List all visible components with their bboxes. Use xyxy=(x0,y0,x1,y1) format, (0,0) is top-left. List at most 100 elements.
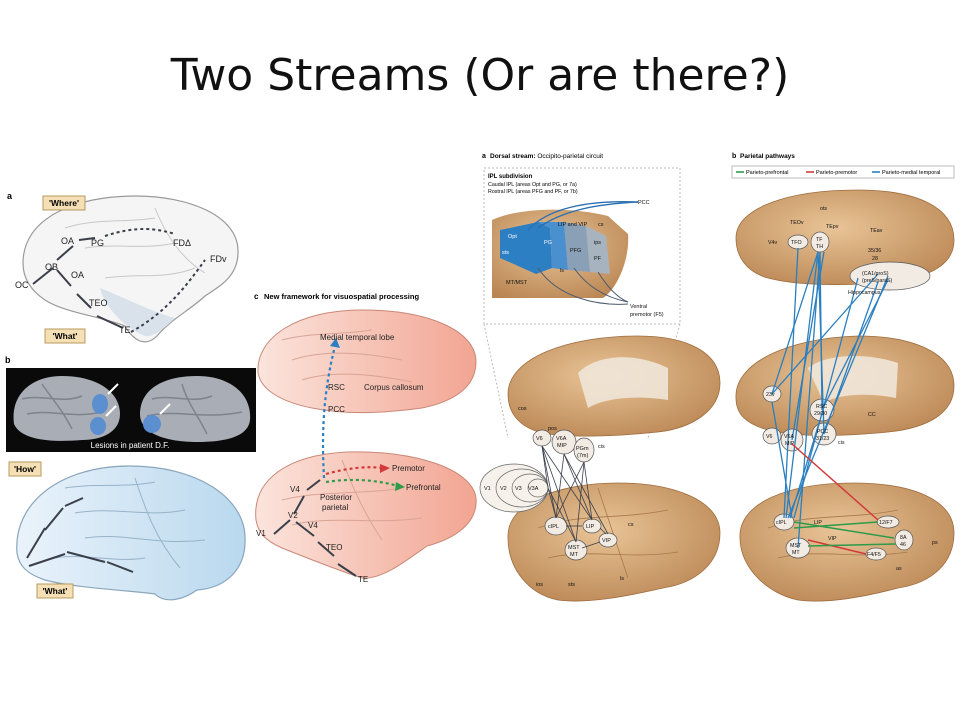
label-lip: LIP xyxy=(586,524,595,530)
label-tepv: TEpv xyxy=(826,224,839,230)
label-v2-area: V2 xyxy=(500,486,507,492)
label-medial-temporal-lobe: Medial temporal lobe xyxy=(320,333,395,342)
label-v6: V6 xyxy=(536,436,543,442)
legend-prefrontal: Parieto-prefrontal xyxy=(746,170,789,176)
area-oa-upper: OA xyxy=(61,236,74,246)
label-ps: ps xyxy=(932,540,938,546)
panel-a-letter: a xyxy=(7,191,13,201)
label-v4-upper: V4 xyxy=(290,485,300,494)
label-pos: pos xyxy=(548,426,557,432)
label-ots: ots xyxy=(820,206,827,212)
what-label-box xyxy=(44,328,86,344)
label-mip-p: MIP xyxy=(785,441,795,447)
label-parietal: parietal xyxy=(322,503,348,512)
label-29-30: 29/30 xyxy=(814,411,827,417)
inset-mt-mst: MT/MST xyxy=(506,280,528,286)
label-teov: TEOv xyxy=(790,220,804,226)
parietal-letter: b xyxy=(732,153,736,160)
label-v4-lower: V4 xyxy=(308,521,318,530)
parietal-heading: Parietal pathways xyxy=(740,153,795,160)
label-v4v: V4v xyxy=(768,240,777,246)
label-lip-p: LIP xyxy=(814,520,822,526)
label-hippocampus: Hippocampus xyxy=(848,290,881,296)
inset-sts: sts xyxy=(502,250,509,256)
label-mt-p: MT xyxy=(792,550,800,556)
label-35-36: 35/36 xyxy=(868,248,881,254)
where-label-box xyxy=(42,195,86,211)
label-ls: ls xyxy=(620,576,624,582)
label-pres-paras: (preS/paraS) xyxy=(862,278,893,284)
dorsal-letter: a xyxy=(482,153,486,160)
parietal-ventral-brain xyxy=(735,189,955,286)
label-rsc-p: RSC xyxy=(816,404,827,410)
label-cc-p: CC xyxy=(868,412,876,418)
legend-premotor: Parieto-premotor xyxy=(816,170,857,176)
inset-pcc: PCC xyxy=(638,200,650,206)
label-mst-p: MST xyxy=(790,543,802,549)
area-oa-lower: OA xyxy=(71,270,84,280)
ipl-title: IPL subdivision xyxy=(488,174,533,180)
label-prefrontal: Prefrontal xyxy=(406,483,441,492)
label-as: as xyxy=(896,566,902,572)
label-v6a: V6A xyxy=(556,436,567,442)
panel-c-letter: c xyxy=(254,292,259,301)
label-7m: (7m) xyxy=(577,453,588,459)
label-tf: TF xyxy=(816,237,823,243)
label-teo: TEO xyxy=(326,543,342,552)
panel-b-lesions: b Lesions in patient D.F. xyxy=(5,355,256,452)
ventral-premotor-1: Ventral xyxy=(630,304,647,310)
area-fd-delta: FDΔ xyxy=(173,238,191,248)
label-ca1-pros: (CA1/proS) xyxy=(862,271,889,277)
how-label: 'How' xyxy=(14,464,36,474)
what-label: 'What' xyxy=(53,331,78,341)
label-f4-f5: F4/F5 xyxy=(867,552,881,558)
label-12-f7: 12/F7 xyxy=(879,520,893,526)
label-v1-area: V1 xyxy=(484,486,491,492)
panel-c-heading: New framework for visuospatial processin… xyxy=(264,292,419,301)
inset-pf: PF xyxy=(594,256,602,262)
legend-box xyxy=(731,165,955,179)
ipl-caudal: Caudal IPL (areas Opt and PG, or 7a) xyxy=(488,182,577,188)
caudal-ipl-region xyxy=(500,222,552,274)
area-teo: TEO xyxy=(89,298,108,308)
area-te: TE xyxy=(119,325,131,335)
rostral-ipl-pf xyxy=(586,226,610,274)
parietal-lateral-brain xyxy=(739,482,955,602)
label-te: TE xyxy=(358,575,368,584)
label-pcc: PCC xyxy=(328,405,345,414)
label-46: 46 xyxy=(900,542,906,548)
label-mst: MST xyxy=(568,545,580,551)
label-sts: sts xyxy=(568,582,575,588)
panel-b-letter: b xyxy=(5,355,11,365)
label-cipl: cIPL xyxy=(548,524,559,530)
what-label-box-b xyxy=(36,583,74,599)
label-cis: cis xyxy=(598,444,605,450)
medial-brain-outline xyxy=(257,309,477,414)
label-v3a-area: V3A xyxy=(528,486,539,492)
dorsal-heading-bold: Dorsal stream: xyxy=(490,153,536,160)
human-brain-outline xyxy=(16,465,246,601)
label-v6-p: V6 xyxy=(766,434,773,440)
label-23v: 23v xyxy=(766,392,775,398)
label-cos: cos xyxy=(518,406,527,412)
inset-ips: ips xyxy=(594,240,601,246)
inset-pfg: PFG xyxy=(570,248,581,254)
monkey-brain-outline xyxy=(22,195,239,343)
label-pgm: PGm xyxy=(576,446,589,452)
dorsal-heading-rest: Occipito-parietal circuit xyxy=(536,153,604,160)
visual-areas-cluster xyxy=(479,463,549,513)
what-label-b: 'What' xyxy=(43,586,68,596)
legend-medial-temporal: Parieto-medial temporal xyxy=(882,170,940,176)
panel-c-framework: c New framework for visuospatial process… xyxy=(254,292,477,584)
label-cs-lateral: cs xyxy=(628,522,634,528)
label-premotor: Premotor xyxy=(392,464,425,473)
ventral-premotor-2: premotor (F5) xyxy=(630,312,664,318)
node-8a-46 xyxy=(894,529,914,551)
inset-lip-vip: LIP and VIP xyxy=(558,222,588,228)
area-pg: PG xyxy=(91,238,104,248)
lesions-caption: Lesions in patient D.F. xyxy=(91,441,170,450)
label-posterior: Posterior xyxy=(320,493,352,502)
label-ios: ios xyxy=(536,582,543,588)
inset-cs: cs xyxy=(598,222,604,228)
where-label: 'Where' xyxy=(49,198,79,208)
